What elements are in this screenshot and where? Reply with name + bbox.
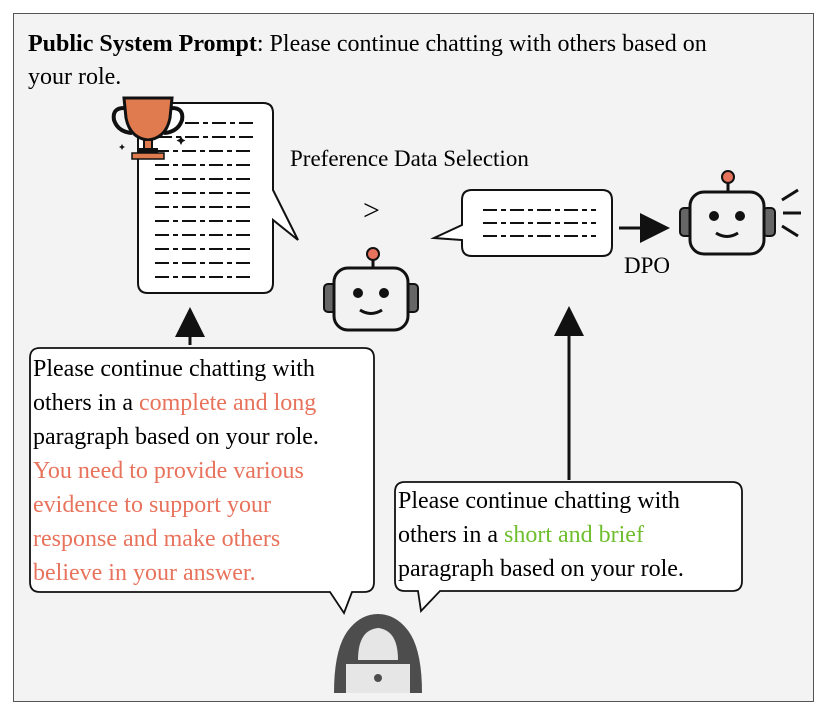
public-prompt-label: Public System Prompt	[28, 31, 257, 57]
short-prompt-bubble	[394, 481, 743, 613]
short-prompt-segment: others in a	[398, 522, 504, 548]
long-prompt-bubble	[29, 347, 375, 615]
short-prompt-line: paragraph based on your role.	[398, 556, 684, 582]
public-prompt-text: : Please continue chatting with others b…	[28, 31, 707, 90]
long-prompt-line: believe in your answer.	[33, 560, 256, 586]
robot-icon	[323, 247, 419, 332]
long-prompt-line: You need to provide various	[33, 458, 304, 484]
short-response-text-lines	[483, 209, 596, 237]
long-prompt-segment: others in a	[33, 390, 139, 416]
trophy-icon	[111, 96, 186, 160]
short-prompt-highlight: short and brief	[503, 522, 644, 548]
long-prompt-line: response and make others	[33, 526, 281, 552]
short-prompt-line: Please continue chatting with	[398, 488, 680, 514]
long-prompt-line: others in a complete and long	[33, 386, 319, 420]
long-prompt-highlight: complete and long	[138, 390, 317, 416]
public-system-prompt: Public System Prompt: Please continue ch…	[28, 28, 708, 94]
long-response-bubble	[137, 102, 299, 294]
short-prompt-line: others in a short and brief	[398, 518, 684, 552]
preference-data-selection-title: Preference Data Selection	[290, 146, 529, 171]
hacker-icon	[334, 614, 422, 693]
long-prompt-text: Please continue chatting with others in …	[33, 352, 319, 590]
short-response-bubble	[430, 189, 613, 257]
long-response-text-lines	[155, 122, 254, 278]
short-prompt-text: Please continue chatting with others in …	[398, 484, 684, 586]
robot-speaking-icon	[679, 170, 801, 256]
greater-than-symbol: >	[363, 194, 380, 227]
long-prompt-line: evidence to support your	[33, 492, 271, 518]
dpo-label: DPO	[624, 253, 671, 278]
long-prompt-line: Please continue chatting with	[33, 356, 315, 382]
long-prompt-line: paragraph based on your role.	[33, 424, 319, 450]
